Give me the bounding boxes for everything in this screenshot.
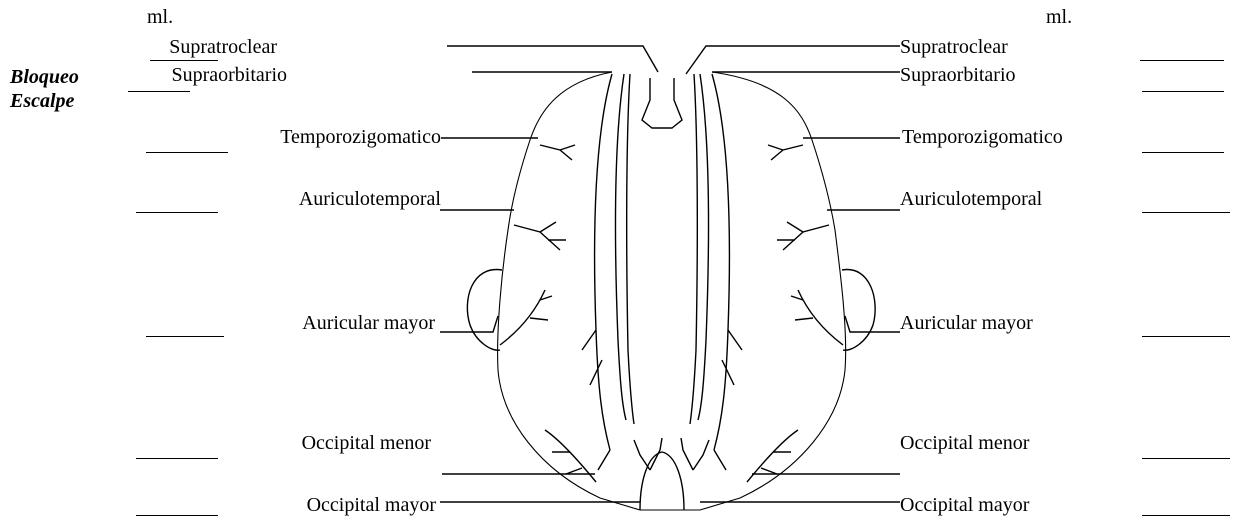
nose-feature: [642, 78, 682, 128]
right-branch-nerves: [681, 145, 843, 482]
right-ear: [842, 270, 875, 351]
pointer-left-supratroclear: [447, 46, 658, 72]
pointer-right-supratroclear: [686, 46, 900, 74]
head-outline: [498, 72, 846, 510]
pointer-lines: [440, 46, 900, 502]
left-frontal-nerves: [582, 74, 634, 470]
occipital-notch: [640, 452, 684, 510]
pointer-right-auricular-mayor: [845, 316, 900, 332]
right-frontal-nerves: [690, 74, 742, 470]
left-branch-nerves: [500, 145, 662, 482]
left-ear: [467, 270, 502, 351]
